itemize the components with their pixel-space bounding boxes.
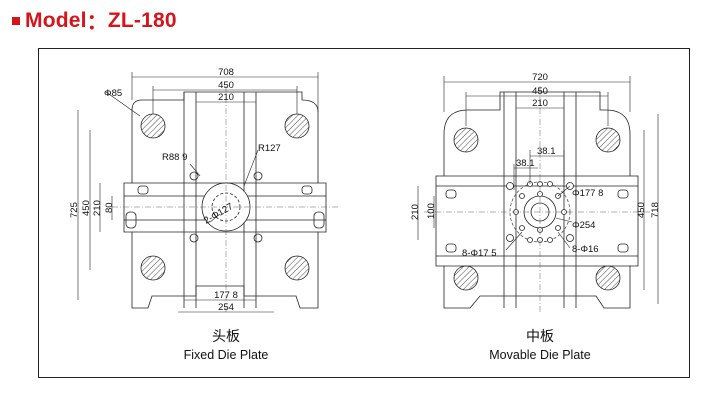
title-separator: ：	[86, 11, 108, 34]
movable-overall-width: 720	[532, 72, 548, 83]
movable-ejector-381-top: 38.1	[537, 146, 556, 157]
fixed-height-210: 210	[92, 200, 103, 216]
tiebar-hole-mbl	[453, 265, 479, 291]
movable-holes-16: 8-Φ16	[572, 244, 599, 255]
fixed-plate-caption-en: Fixed Die Plate	[183, 348, 269, 362]
fixed-plate-labels: 708 450 210 Φ85 R88 9 R127 2-Φ127 725 45…	[69, 67, 281, 313]
movable-plate-outline	[435, 91, 639, 309]
movable-center-hole-dim: Φ254	[572, 220, 595, 231]
fixed-slot-254: 254	[218, 302, 234, 313]
movable-inner-width: 210	[532, 98, 548, 109]
fixed-overall-height: 725	[69, 202, 80, 218]
page-title: Model ： ZL-180	[12, 6, 177, 36]
title-prefix: Model	[25, 9, 87, 32]
tiebar-hole-mtr	[595, 127, 621, 153]
movable-bolt-circle: Φ177 8	[572, 188, 603, 199]
movable-plate-caption-cn: 中板	[526, 329, 554, 345]
movable-plate-caption-en: Movable Die Plate	[489, 348, 591, 362]
movable-overall-height: 718	[650, 202, 661, 218]
fixed-slot-178: 177 8	[214, 290, 238, 301]
fixed-overall-width: 708	[218, 67, 234, 78]
tiebar-hole-mtl	[453, 127, 479, 153]
fixed-corner-radius: R88 9	[162, 152, 187, 163]
tiebar-hole-bl	[140, 255, 166, 281]
fixed-center-radius: R127	[258, 143, 281, 154]
square-bullet-icon	[12, 17, 20, 25]
fixed-inner-width: 210	[218, 92, 234, 103]
movable-tiebar-spacing: 450	[532, 86, 548, 97]
drawing-frame	[38, 48, 690, 378]
movable-plate-drawing	[417, 76, 659, 312]
model-number: ZL-180	[107, 9, 177, 32]
fixed-tiebar-dia: Φ85	[104, 88, 122, 99]
fixed-height-450: 450	[81, 200, 92, 216]
movable-ejector-381-side: 38.1	[516, 158, 535, 169]
tiebar-hole-tr	[284, 113, 310, 139]
movable-plate-labels: 720 450 210 38.1 38.1 Φ177 8 Φ254 8-Φ17 …	[410, 72, 661, 259]
movable-height-100: 100	[426, 203, 437, 219]
movable-holes-175: 8-Φ17 5	[462, 248, 497, 259]
tiebar-hole-tl	[140, 113, 166, 139]
movable-height-450: 450	[636, 202, 647, 218]
tiebar-hole-mbr	[595, 265, 621, 291]
movable-height-210: 210	[410, 204, 421, 220]
tiebar-hole-br	[284, 255, 310, 281]
fixed-tiebar-spacing: 450	[218, 80, 234, 91]
fixed-plate-drawing	[77, 72, 338, 313]
fixed-plate-caption-cn: 头板	[212, 329, 240, 345]
fixed-height-80: 80	[104, 202, 115, 213]
